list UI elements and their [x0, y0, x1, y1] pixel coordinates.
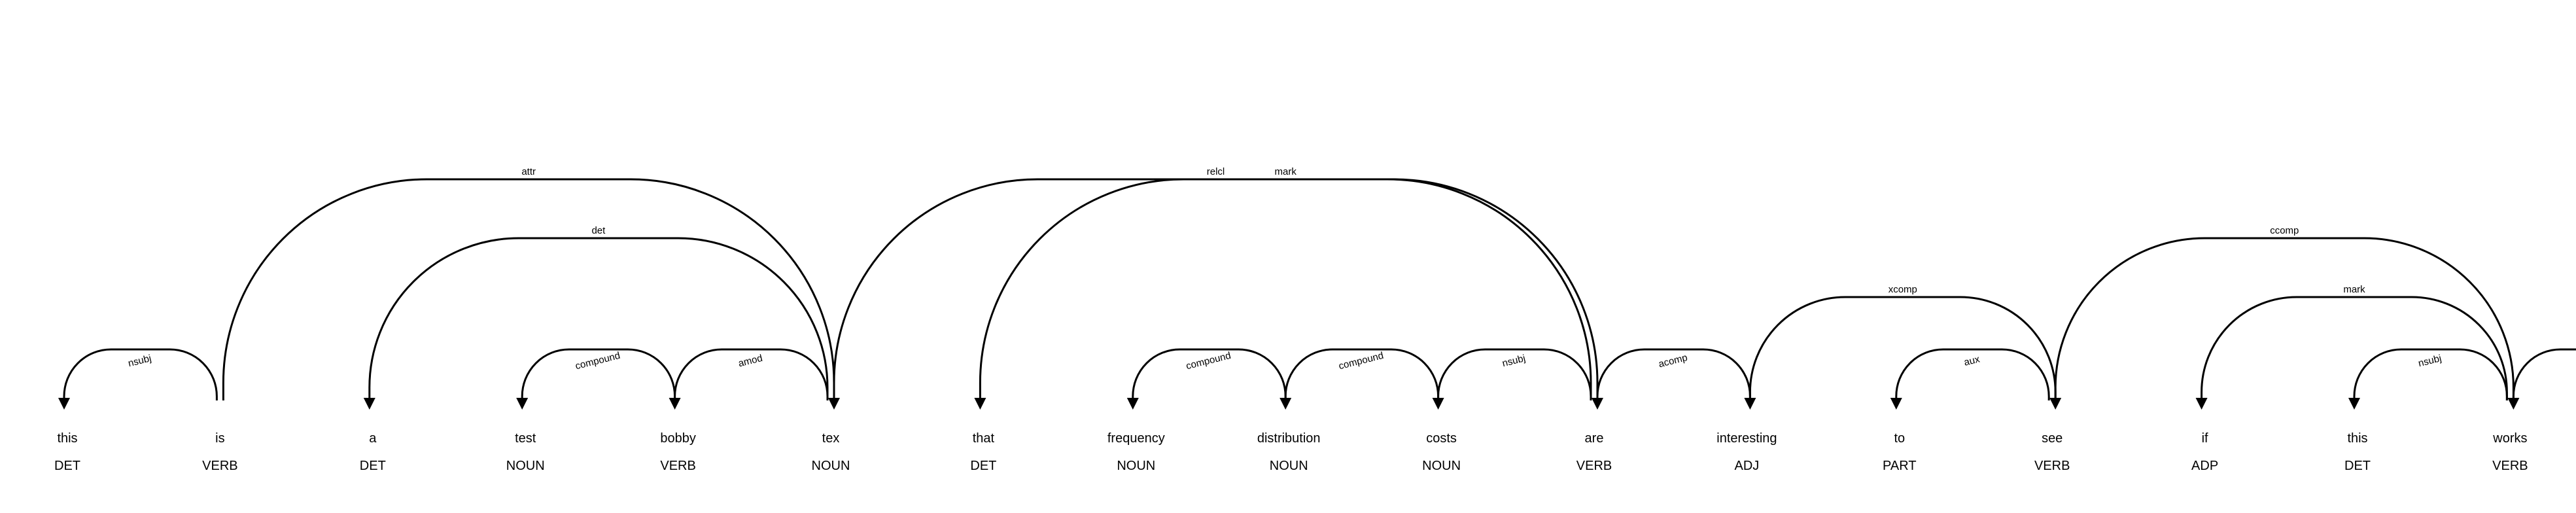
token-tag: ADP	[2191, 459, 2218, 473]
arc-label: compound	[1338, 350, 1385, 372]
arrow-head-icon	[1126, 398, 1139, 410]
arc-label: compound	[1185, 350, 1232, 372]
token-tag: DET	[2344, 459, 2371, 473]
arrow-head-icon	[2348, 398, 2360, 410]
token-tag: NOUN	[506, 459, 545, 473]
arrow-head-icon	[1890, 398, 1902, 410]
token-tag: VERB	[2492, 459, 2528, 473]
token-tag: DET	[360, 459, 386, 473]
token-word: a	[369, 431, 377, 446]
dependency-arc	[1749, 296, 2057, 400]
arrow-head-icon	[1592, 398, 1603, 410]
arrow-head-icon	[2507, 398, 2520, 410]
arrow-head-icon	[669, 398, 681, 410]
arrow-head-icon	[58, 398, 70, 410]
arc-label: relcl	[1207, 166, 1225, 177]
arc-label: det	[591, 225, 606, 236]
token-tag: NOUN	[1117, 459, 1155, 473]
arc-label: nsubj	[1501, 353, 1527, 369]
arrow-head-icon	[1279, 398, 1292, 410]
dependency-arc	[1596, 348, 1751, 400]
arc-label: mark	[1275, 166, 1297, 177]
dependency-arc	[833, 178, 1599, 400]
arrow-head-icon	[1432, 398, 1444, 410]
dependency-arc	[1895, 348, 2050, 400]
dependency-arc	[674, 348, 829, 400]
token-tag: DET	[970, 459, 996, 473]
token-tag: VERB	[2034, 459, 2070, 473]
token-tag: NOUN	[812, 459, 850, 473]
arc-label: mark	[2343, 284, 2365, 295]
arrow-head-icon	[2195, 398, 2208, 410]
token-tag: VERB	[1576, 459, 1612, 473]
token-word: that	[973, 431, 995, 446]
token-word: bobby	[660, 431, 696, 446]
token-word: are	[1585, 431, 1604, 446]
token-tag: NOUN	[1270, 459, 1308, 473]
token-word: to	[1894, 431, 1905, 446]
arrow-head-icon	[974, 398, 986, 410]
arc-label: attr	[521, 166, 536, 177]
dependency-arc	[2054, 237, 2515, 400]
token-tag: NOUN	[1422, 459, 1461, 473]
token-word: is	[215, 431, 224, 446]
arc-label: acomp	[1658, 352, 1689, 370]
dependency-arc	[222, 178, 835, 400]
arc-label: ccomp	[2270, 225, 2299, 236]
dependency-arc	[2512, 348, 2576, 400]
token-word: tex	[822, 431, 840, 446]
token-word: this	[2347, 431, 2367, 446]
token-tag: PART	[1883, 459, 1917, 473]
arc-label: amod	[737, 353, 764, 370]
arrow-head-icon	[828, 398, 840, 410]
token-tag: VERB	[660, 459, 695, 473]
dependency-arc	[1437, 348, 1592, 400]
dependency-arc	[63, 348, 218, 400]
arrow-head-icon	[363, 398, 375, 410]
dependency-arc	[2353, 348, 2508, 400]
arcs-layer: nsubj attr det compound amod relcl mark compoun…	[58, 166, 2576, 410]
token-tag: DET	[54, 459, 80, 473]
arrow-head-icon	[1744, 398, 1756, 410]
arc-label: aux	[1963, 353, 1981, 368]
dependency-arc	[1132, 348, 1287, 400]
token-word: works	[2492, 431, 2527, 446]
dependency-arc	[521, 348, 676, 400]
token-word: interesting	[1716, 431, 1777, 446]
arc-label: nsubj	[127, 353, 152, 369]
token-word: if	[2202, 431, 2208, 446]
arc-label: nsubj	[2417, 353, 2443, 369]
token-word: frequency	[1107, 431, 1165, 446]
token-word: this	[57, 431, 77, 446]
token-word: distribution	[1257, 431, 1321, 446]
token-tag: VERB	[202, 459, 237, 473]
dependency-arc	[1284, 348, 1440, 400]
arrow-head-icon	[516, 398, 529, 410]
token-word: see	[2042, 431, 2063, 446]
token-tag: ADJ	[1735, 459, 1760, 473]
dependency-arc	[979, 178, 1592, 400]
arc-label: xcomp	[1888, 284, 1917, 295]
arc-label: compound	[574, 350, 621, 372]
dependency-arc	[2201, 296, 2508, 400]
dependency-arc	[368, 237, 829, 400]
token-word: test	[515, 431, 536, 446]
token-word: costs	[1426, 431, 1457, 446]
arrow-head-icon	[2049, 398, 2062, 410]
